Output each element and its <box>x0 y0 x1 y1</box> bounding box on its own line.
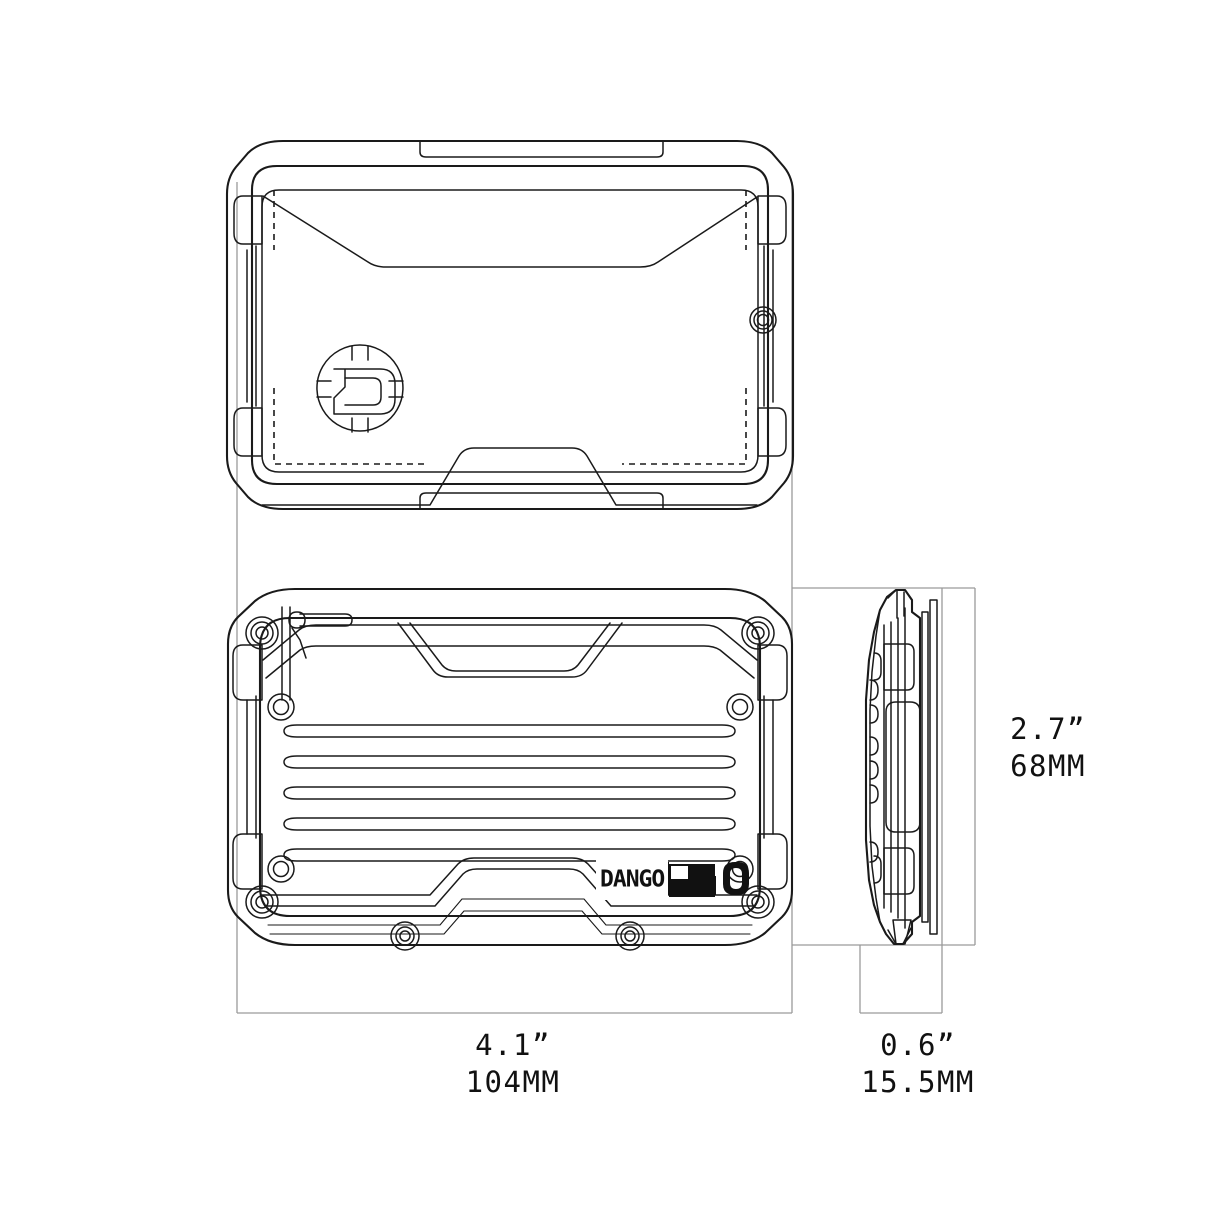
depth-metric-label: 15.5MM <box>861 1065 975 1099</box>
inner-screw-top-right <box>726 693 754 721</box>
dango-wordmark-label: DANGO <box>600 867 664 893</box>
bottom-view-corner-screws <box>245 616 775 919</box>
top-view-bottom-notch <box>261 447 758 506</box>
width-metric-label: 104MM <box>466 1065 561 1099</box>
side-view-top-notch <box>887 589 912 600</box>
side-view-backplate-inner <box>921 611 929 923</box>
side-view-outer-profile <box>864 588 922 946</box>
side-view <box>864 588 938 946</box>
bottom-view-lobe-left-bottom <box>232 833 263 890</box>
top-view-leather-panel <box>261 189 759 473</box>
side-view-lower-block <box>883 847 915 895</box>
side-view-backplate-outer <box>929 599 938 935</box>
side-view-pocket-top <box>873 652 882 681</box>
bottom-view-inner-screws <box>267 693 754 883</box>
inner-screw-top-left <box>267 693 295 721</box>
top-view-stitch-left-bottom <box>273 388 424 465</box>
side-view-bottom-tab <box>892 919 912 945</box>
top-view-outer-shell <box>225 139 795 511</box>
bottom-view-top-channel-inner <box>265 645 755 679</box>
inner-screw-bottom-left <box>267 855 295 883</box>
dango-wordmark-text: DANGO <box>596 858 668 900</box>
top-view-lobe-left-top <box>233 195 263 245</box>
top-view <box>225 139 795 511</box>
edge-screw-left <box>390 921 420 951</box>
width-imperial-label: 4.1” <box>475 1028 551 1062</box>
top-view-lobe-right-top <box>757 195 787 245</box>
bottom-view-lobe-right-top <box>757 644 788 701</box>
top-view-lobe-right-bottom <box>757 407 787 457</box>
bottom-view-top-channel <box>262 624 758 661</box>
bottom-view-edge-screws <box>390 921 645 951</box>
dango-mark-block <box>669 862 715 898</box>
height-metric-label: 68MM <box>1010 749 1086 783</box>
top-view-stitch-right-bottom <box>622 388 747 465</box>
bottom-view-thumb-slide-inner <box>265 868 754 907</box>
screw-bottom-left <box>245 885 279 919</box>
bottom-view-thumb-slide-line-2 <box>269 910 751 935</box>
depth-imperial-label: 0.6” <box>880 1028 956 1062</box>
bottom-view-pen-clip <box>281 606 353 701</box>
side-view-grip-edge <box>869 609 881 923</box>
top-view-bottom-edge-relief <box>419 492 664 510</box>
bottom-view-thumb-slide <box>261 857 758 896</box>
top-view-top-edge-relief <box>419 140 664 158</box>
side-view-grip-ridges <box>869 679 879 863</box>
top-view-lobe-left-bottom <box>233 407 263 457</box>
top-view-body-plate <box>250 164 770 486</box>
side-view-upper-block <box>883 643 915 691</box>
side-view-top-tab <box>896 589 905 619</box>
side-view-bottom-chevron <box>887 927 912 945</box>
side-view-card-stack <box>885 701 921 833</box>
top-view-chevron-fold <box>262 195 758 268</box>
side-view-pocket-bottom <box>873 855 882 884</box>
screw-top-left <box>245 616 279 650</box>
bottom-view-top-recess-inner <box>409 622 611 672</box>
bottom-view-top-recess <box>397 622 623 678</box>
screw-bottom-right <box>741 885 775 919</box>
height-imperial-label: 2.7” <box>1010 712 1086 746</box>
dango-d-logo-icon <box>316 344 404 433</box>
bottom-view-ridges <box>283 724 736 862</box>
bottom-view-lobe-right-bottom <box>757 833 788 890</box>
edge-screw-right <box>615 921 645 951</box>
bottom-view-metal-plate <box>258 616 762 918</box>
top-view-right-screw <box>749 306 777 334</box>
screw-top-right <box>741 616 775 650</box>
bottom-view-outer-shell <box>226 587 794 947</box>
bottom-view-thumb-slide-line-1 <box>267 898 753 926</box>
dimension-labels: 2.7” 68MM 4.1” 104MM 0.6” 15.5MM <box>466 712 1086 1099</box>
bottom-view-lobe-left-top <box>232 644 263 701</box>
